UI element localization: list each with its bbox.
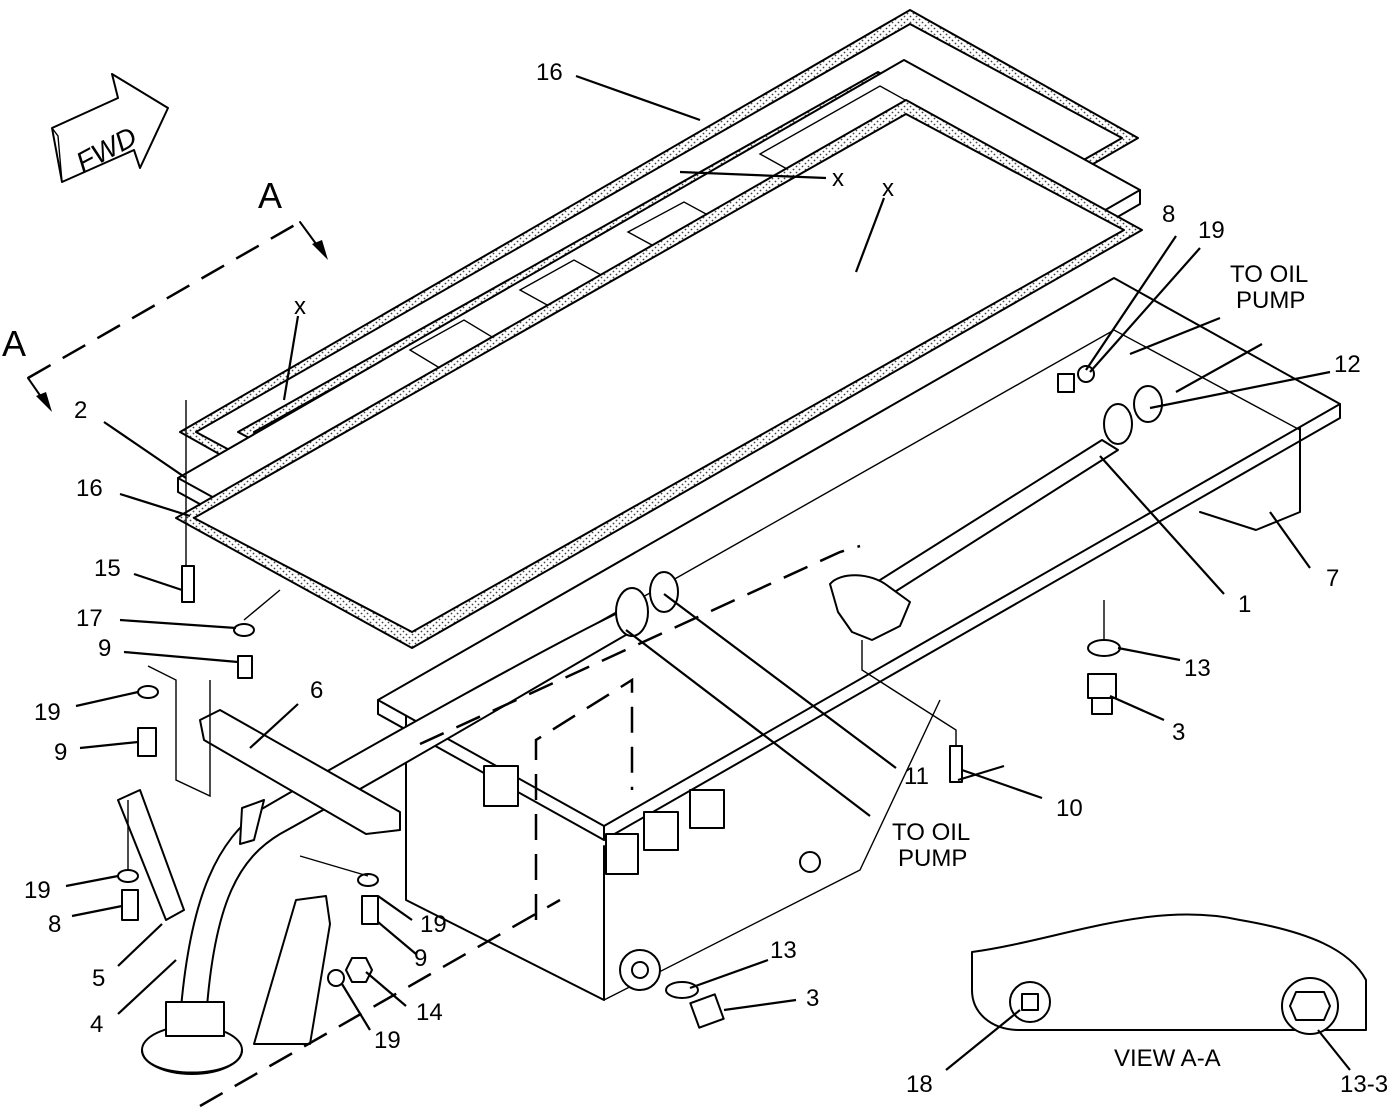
callout-14: 14	[416, 999, 443, 1026]
section-a-left-label: A	[2, 323, 26, 364]
suction-tube	[829, 385, 1163, 641]
callout-18: 18	[906, 1071, 933, 1098]
view-a-a-label: VIEW A-A	[1114, 1045, 1221, 1072]
callout-1: 1	[1238, 591, 1251, 618]
callout-19-b: 19	[24, 877, 51, 904]
callout-x-c: x	[294, 293, 306, 320]
leader-lines	[65, 74, 1351, 1071]
callout-17: 17	[76, 605, 103, 632]
oil-pump-labels: TO OIL PUMP TO OIL PUMP	[892, 261, 1308, 872]
callout-x-a: x	[832, 165, 844, 192]
view-a-a-inset: VIEW A-A	[971, 913, 1367, 1072]
callout-13-bottom: 13	[770, 937, 797, 964]
callout-11: 11	[904, 763, 929, 790]
callout-8-a: 8	[48, 911, 61, 938]
brackets	[117, 709, 401, 1045]
callout-15: 15	[94, 555, 121, 582]
callout-16-top: 16	[536, 59, 563, 86]
callout-3-bottom: 3	[806, 985, 819, 1012]
callout-8-b: 8	[1162, 201, 1175, 228]
callout-4: 4	[90, 1011, 103, 1038]
oil-pan	[377, 277, 1341, 1001]
to-oil-pump-mid-line1: TO OIL	[892, 819, 970, 846]
callout-3-right: 3	[1172, 719, 1185, 746]
callout-13-3: 13-3	[1340, 1071, 1388, 1098]
callout-5: 5	[92, 965, 105, 992]
callout-19-e: 19	[1198, 217, 1225, 244]
callout-12: 12	[1334, 351, 1361, 378]
forward-arrow-icon: FWD	[51, 73, 169, 183]
callout-9-b: 9	[54, 739, 67, 766]
callout-16-left: 16	[76, 475, 103, 502]
callout-19-c: 19	[420, 911, 447, 938]
callout-6: 6	[310, 677, 323, 704]
callout-19-a: 19	[34, 699, 61, 726]
lower-gasket	[175, 99, 1143, 649]
callout-10: 10	[1056, 795, 1083, 822]
fasteners	[117, 365, 1121, 1029]
section-cut-line: A A	[2, 175, 328, 412]
callout-2: 2	[74, 397, 87, 424]
to-oil-pump-mid-line2: PUMP	[898, 845, 967, 872]
callout-x-b: x	[882, 175, 894, 202]
callout-7: 7	[1326, 565, 1339, 592]
callouts: 16 2 16 15 17 9 19 9 6 19 8 5 4 19 9 14 …	[24, 59, 1388, 1098]
callout-19-d: 19	[374, 1027, 401, 1054]
callout-13-right: 13	[1184, 655, 1211, 682]
section-a-top-label: A	[258, 175, 282, 216]
assembly-lines	[127, 400, 1105, 1108]
to-oil-pump-top-line2: PUMP	[1236, 287, 1305, 314]
to-oil-pump-top-line1: TO OIL	[1230, 261, 1308, 288]
callout-9-a: 9	[98, 635, 111, 662]
pickup-tube	[141, 571, 679, 1075]
callout-9-c: 9	[414, 945, 427, 972]
